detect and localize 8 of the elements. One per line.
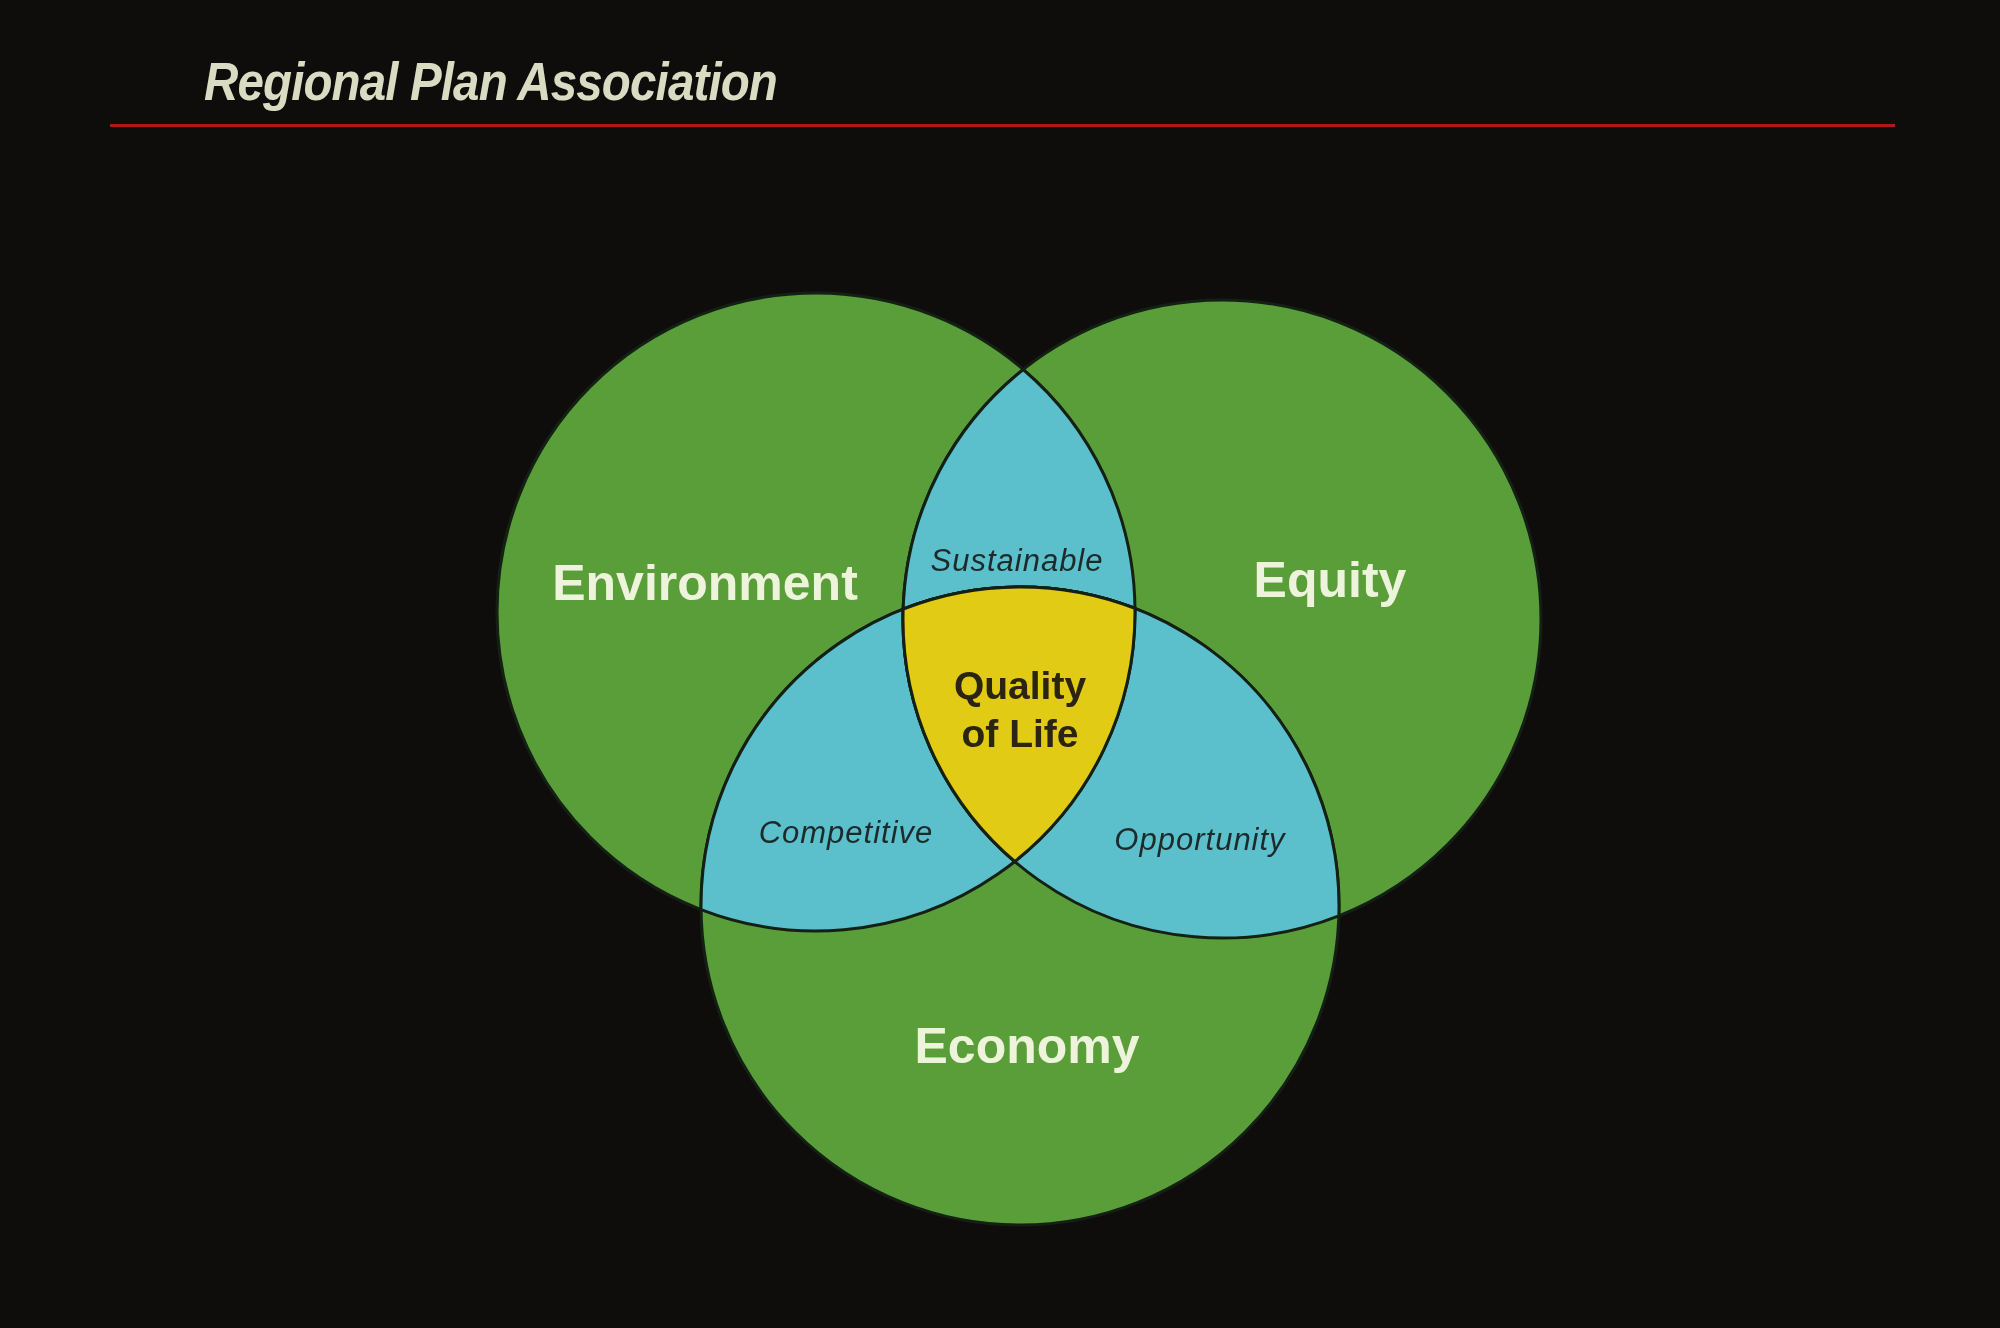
circle-label: Environment (552, 554, 858, 612)
circle-label: Economy (914, 1017, 1140, 1075)
title: Regional Plan Association (204, 50, 777, 112)
region-label: Quality of Life (952, 663, 1088, 757)
region-label: Competitive (758, 815, 934, 851)
circle-label: Equity (1253, 551, 1407, 609)
region-label: Sustainable (930, 543, 1104, 579)
region-label: Opportunity (1114, 822, 1286, 858)
